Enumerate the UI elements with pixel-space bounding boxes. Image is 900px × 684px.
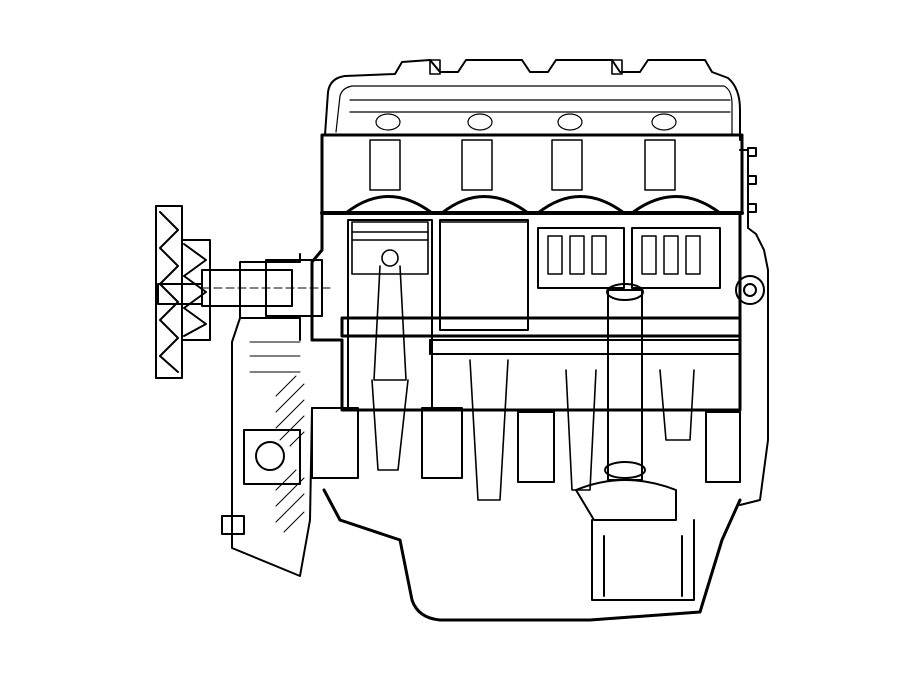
crankshaft-pulley (155, 205, 211, 379)
front-gear-hatch (275, 375, 305, 533)
oil-sump-pan (322, 488, 742, 622)
oil-pump-housing (575, 479, 695, 601)
cam-cover-outline (324, 59, 741, 141)
crankcase-lower-beam (429, 339, 741, 355)
connecting-rod-ends (371, 359, 695, 501)
head-bolts (429, 59, 623, 75)
timing-cover (735, 147, 769, 506)
crankcase-beam (340, 316, 742, 338)
cylinder-head-block (320, 133, 744, 215)
crankshaft-counterweights (311, 407, 741, 483)
combustion-chambers (344, 195, 722, 215)
valve-tappets (547, 235, 701, 275)
piston-2 (438, 221, 530, 320)
cam-cover-inner (335, 85, 733, 135)
oil-pump-shaft (604, 283, 646, 481)
crankshaft-nose (157, 259, 331, 317)
front-housing (221, 253, 313, 577)
spark-plug-towers (369, 139, 676, 191)
valve-springs (349, 99, 731, 131)
cylinder-block-outline (310, 211, 742, 412)
piston-1 (351, 221, 429, 381)
